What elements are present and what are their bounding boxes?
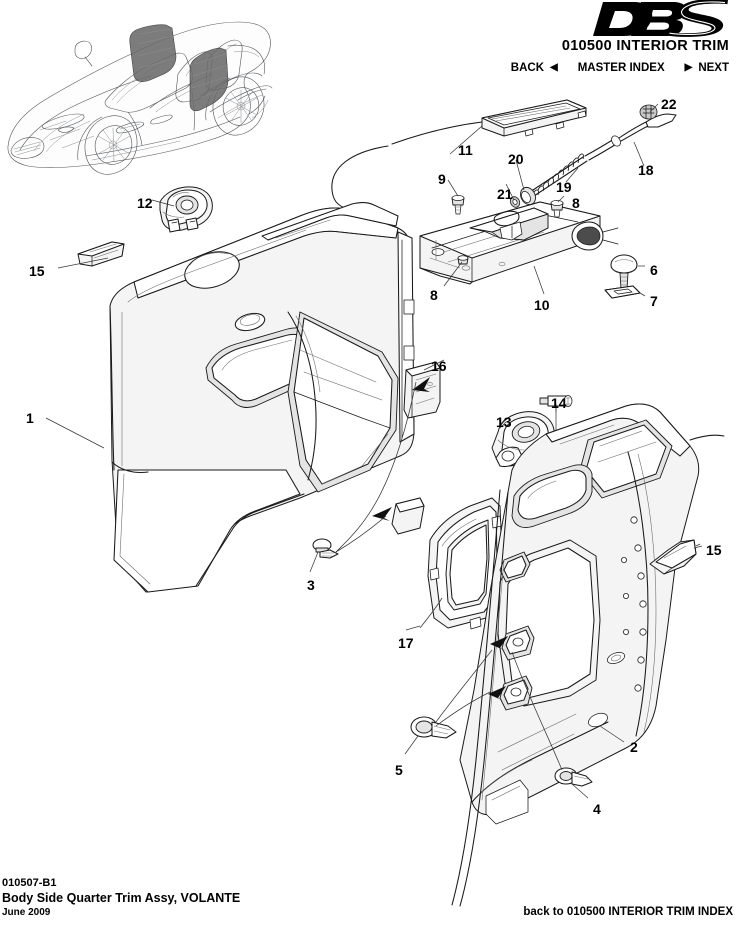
page-title: 010500 INTERIOR TRIM	[561, 38, 729, 54]
callout-12[interactable]: 12	[137, 195, 153, 211]
callout-15[interactable]: 15	[29, 263, 45, 279]
callout-4[interactable]: 4	[593, 801, 601, 817]
part-16-mounting-bracket	[335, 361, 441, 553]
callout-11[interactable]: 11	[458, 142, 473, 158]
callout-10[interactable]: 10	[534, 297, 550, 313]
callout-8b[interactable]: 8	[430, 287, 438, 303]
part-17-window-trim-bezel	[419, 497, 503, 630]
part-2-quarter-trim-panel-rear	[451, 403, 725, 907]
callout-8[interactable]: 8	[572, 195, 580, 211]
part-3-screw	[309, 538, 339, 573]
callout-20[interactable]: 20	[508, 151, 524, 167]
callout-1[interactable]: 1	[26, 410, 34, 426]
part-15-trim-clip-wedge-left	[77, 241, 125, 267]
fasteners-upper-cluster	[451, 195, 641, 299]
callout-leader-lines	[45, 103, 703, 743]
callout-6[interactable]: 6	[650, 262, 658, 278]
callout-21[interactable]: 21	[497, 186, 513, 202]
callout-16[interactable]: 16	[431, 358, 447, 374]
back-arrow-icon[interactable]: ◀	[550, 62, 558, 73]
nav-next-button[interactable]: NEXT	[698, 62, 729, 74]
dbs-logo	[589, 0, 729, 40]
callout-7[interactable]: 7	[650, 293, 658, 309]
callout-19[interactable]: 19	[556, 179, 572, 195]
callout-2[interactable]: 2	[630, 739, 638, 755]
part-1-quarter-trim-panel-main	[109, 202, 415, 593]
next-arrow-icon[interactable]: ▶	[684, 62, 693, 73]
callout-18[interactable]: 18	[638, 162, 654, 178]
part-4-trim-clip-rivet	[511, 651, 593, 799]
footer-part-code: 010507-B1	[2, 877, 57, 889]
part-15-trim-clip-wedge-right	[649, 539, 701, 575]
callout-15b[interactable]: 15	[706, 542, 722, 558]
part-10-stowage-bin-bracket	[419, 201, 619, 285]
navigation-bar: BACK ◀ MASTER INDEX ▶ NEXT	[511, 62, 729, 74]
part-11-stowage-bin-lid	[331, 99, 587, 209]
vehicle-illustration	[7, 21, 273, 175]
part-18-release-cable	[584, 104, 677, 161]
callout-9[interactable]: 9	[438, 171, 446, 187]
part-12-seat-belt-guide-upper	[159, 186, 213, 233]
callout-17[interactable]: 17	[398, 635, 414, 651]
callout-14[interactable]: 14	[551, 395, 567, 411]
callout-13[interactable]: 13	[496, 414, 512, 430]
callout-5[interactable]: 5	[395, 762, 403, 778]
nav-back-button[interactable]: BACK	[510, 62, 545, 74]
part-5-trim-clip-rivet	[404, 649, 493, 755]
footer-date: June 2009	[2, 907, 51, 918]
callout-22[interactable]: 22	[661, 96, 677, 112]
footer-back-to-index-link[interactable]: back to 010500 INTERIOR TRIM INDEX	[523, 906, 733, 918]
nav-master-index-button[interactable]: MASTER INDEX	[577, 62, 665, 74]
footer-assembly-title: Body Side Quarter Trim Assy, VOLANTE	[2, 891, 241, 905]
callout-3[interactable]: 3	[307, 577, 315, 593]
